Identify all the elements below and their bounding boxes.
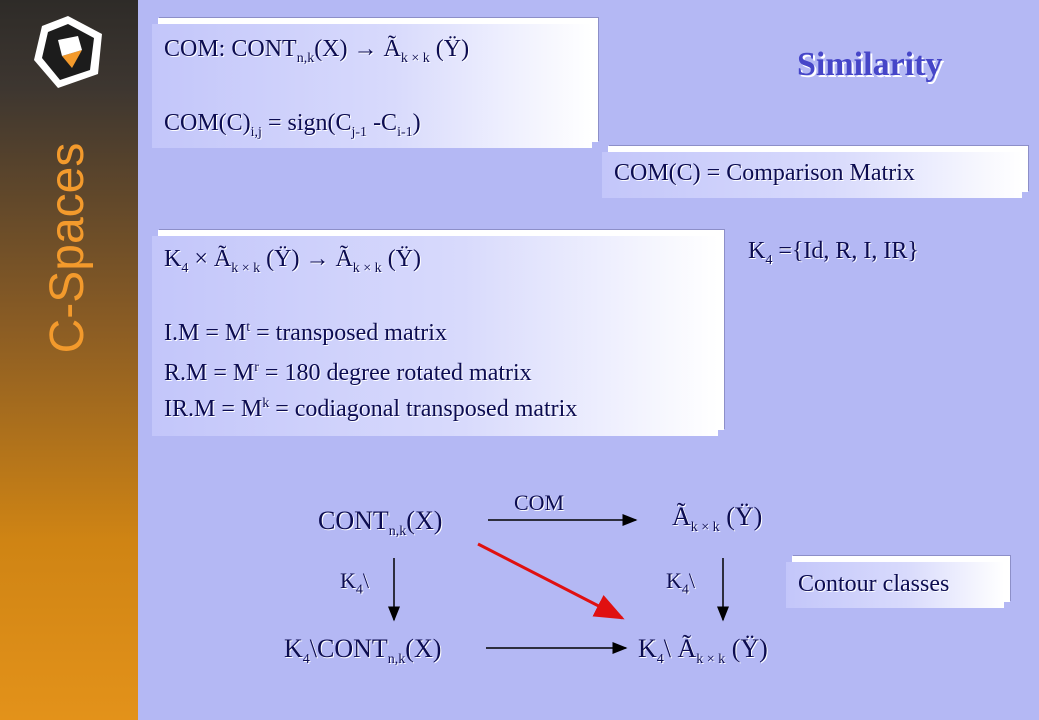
k4-line-2: I.M = Mt = transposed matrix	[164, 320, 447, 346]
diagram-right-label: K4\	[666, 568, 696, 598]
slide-title: Similarity	[797, 46, 943, 83]
comparison-matrix-text: COM(C) = Comparison Matrix	[614, 160, 915, 186]
diagonal-arrow	[477, 542, 625, 620]
k4-definition: K4 ={Id, R, I, IR}	[748, 238, 919, 268]
k4-action-box: K4 × Ãk × k (Ÿ) → Ãk × k (Ÿ) I.M = Mt = …	[152, 236, 718, 436]
c-spaces-logo-icon	[34, 16, 102, 88]
com-line-2: COM(C)i,j = sign(Cj-1 -Ci-1)	[164, 110, 421, 140]
com-definition-box: COM: CONTn,k(X) → Ãk × k (Ÿ) COM(C)i,j =…	[152, 24, 592, 148]
k4-line-3: R.M = Mr = 180 degree rotated matrix	[164, 360, 532, 386]
diagram-top-left: CONTn,k(X)	[318, 506, 443, 540]
k4-line-1: K4 × Ãk × k (Ÿ) → Ãk × k (Ÿ)	[164, 246, 422, 276]
diagram-bottom-right: K4\ Ãk × k (Ÿ)	[638, 634, 768, 668]
diagram-left-label: K4\	[340, 568, 370, 598]
diagram-bottom-left: K4\CONTn,k(X)	[284, 634, 442, 668]
sidebar: C-Spaces	[0, 0, 138, 720]
k4-line-4: IR.M = Mk = codiagonal transposed matrix	[164, 396, 578, 422]
diagram-com-label: COM	[514, 490, 565, 515]
diagram-top-right: Ãk × k (Ÿ)	[672, 502, 763, 536]
comparison-matrix-box: COM(C) = Comparison Matrix	[602, 152, 1022, 198]
contour-classes-box: Contour classes	[786, 562, 1004, 608]
com-line-1: COM: CONTn,k(X) → Ãk × k (Ÿ)	[164, 36, 470, 66]
contour-classes-text: Contour classes	[798, 571, 950, 597]
